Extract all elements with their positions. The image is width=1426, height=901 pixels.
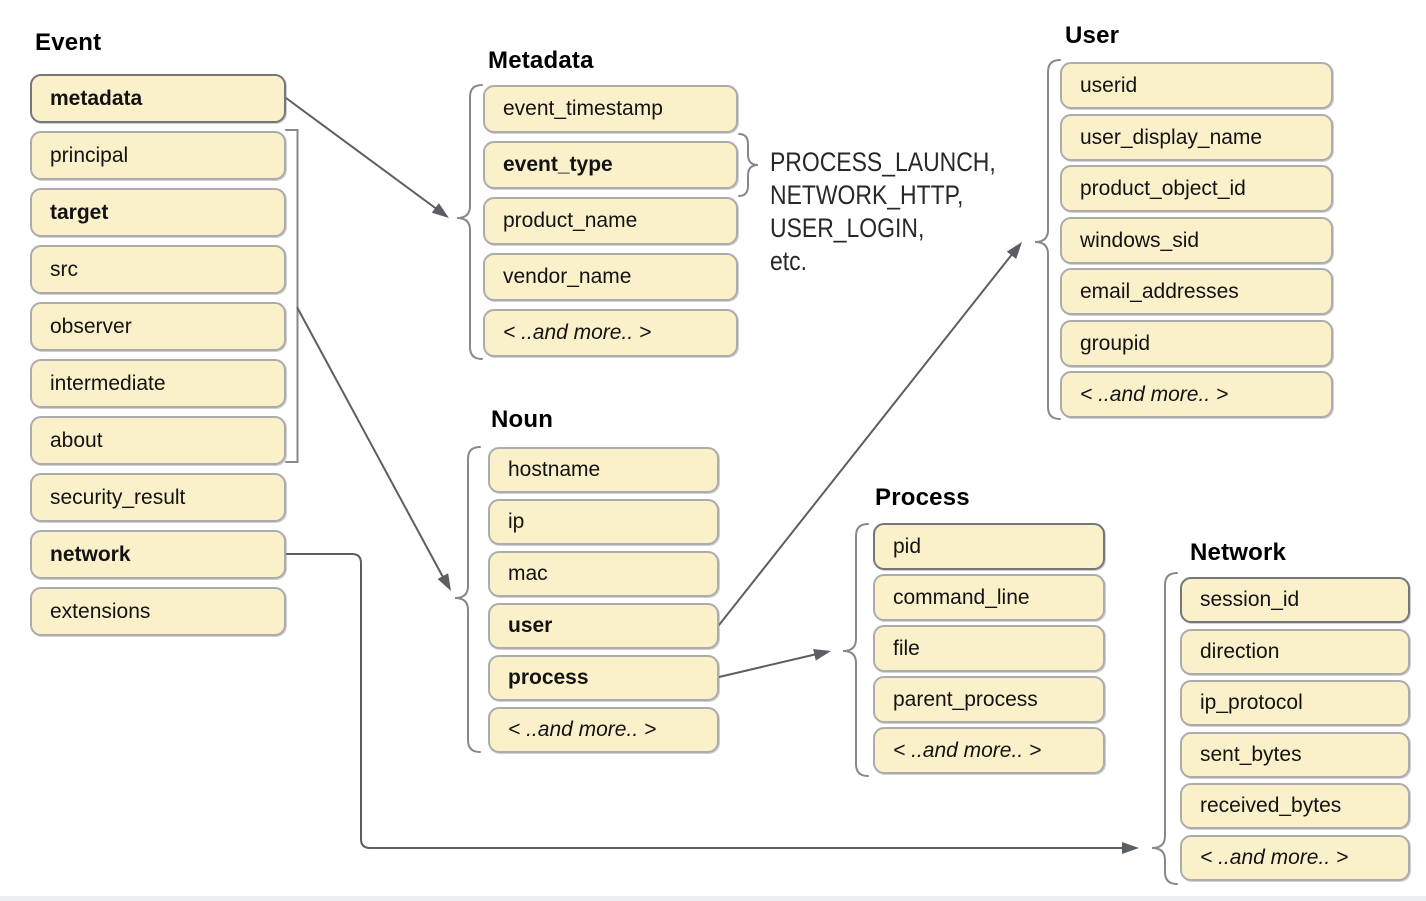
field-box-metadata-0: event_timestamp <box>483 85 738 133</box>
event-type-values-annotation: PROCESS_LAUNCH, NETWORK_HTTP, USER_LOGIN… <box>770 146 996 278</box>
field-box-noun-1: ip <box>488 499 719 545</box>
annotation-line-4: etc. <box>770 246 808 276</box>
field-box-noun-3: user <box>488 603 719 649</box>
field-box-event-2: target <box>30 188 286 237</box>
field-box-noun-2: mac <box>488 551 719 597</box>
connector-process-to-process-group-arrowhead <box>813 648 831 661</box>
group-title-event: Event <box>35 29 102 56</box>
field-box-network-2: ip_protocol <box>1180 680 1410 726</box>
field-box-metadata-1: event_type <box>483 141 738 189</box>
field-box-network-3: sent_bytes <box>1180 732 1410 778</box>
connector-metadata-to-metadata-group-arrowhead <box>431 203 449 218</box>
annotation-line-1: PROCESS_LAUNCH, <box>770 147 996 177</box>
field-box-event-8: network <box>30 530 286 579</box>
brace-network-group <box>1151 572 1178 885</box>
field-box-network-5: < ..and more.. > <box>1180 835 1410 881</box>
brace-process-group <box>842 523 869 777</box>
brace-noun-group <box>454 446 481 753</box>
field-box-noun-0: hostname <box>488 447 719 493</box>
bracket-event-noun-fields <box>285 129 299 463</box>
field-box-noun-4: process <box>488 655 719 701</box>
connector-event-fields-to-noun-group <box>296 307 445 580</box>
group-title-metadata: Metadata <box>488 47 594 74</box>
field-box-metadata-4: < ..and more.. > <box>483 309 738 357</box>
group-title-process: Process <box>875 484 970 511</box>
connector-network-to-network-group-arrowhead <box>1122 842 1139 854</box>
annotation-line-2: NETWORK_HTTP, <box>770 180 964 210</box>
field-box-user-2: product_object_id <box>1060 165 1333 212</box>
field-box-user-6: < ..and more.. > <box>1060 371 1333 418</box>
field-box-process-2: file <box>873 625 1105 672</box>
connector-user-to-user-group-arrowhead <box>1006 242 1022 260</box>
field-box-network-1: direction <box>1180 629 1410 675</box>
field-box-user-4: email_addresses <box>1060 268 1333 315</box>
field-box-user-1: user_display_name <box>1060 114 1333 161</box>
field-box-event-4: observer <box>30 302 286 351</box>
field-box-network-4: received_bytes <box>1180 783 1410 829</box>
group-title-user: User <box>1065 22 1120 49</box>
field-box-event-7: security_result <box>30 473 286 522</box>
field-box-network-0: session_id <box>1180 577 1410 623</box>
field-box-user-3: windows_sid <box>1060 217 1333 264</box>
field-box-process-0: pid <box>873 523 1105 570</box>
group-title-noun: Noun <box>491 406 554 433</box>
field-box-user-5: groupid <box>1060 320 1333 367</box>
field-box-user-0: userid <box>1060 62 1333 109</box>
brace-user-group <box>1034 59 1061 420</box>
bottom-strip <box>0 896 1426 901</box>
connector-event-fields-to-noun-group-arrowhead <box>437 573 451 591</box>
brace-metadata-group <box>456 84 483 360</box>
field-box-event-6: about <box>30 416 286 465</box>
connector-process-to-process-group <box>718 653 818 678</box>
field-box-event-0: metadata <box>30 74 286 123</box>
field-box-event-5: intermediate <box>30 359 286 408</box>
field-box-process-4: < ..and more.. > <box>873 727 1105 774</box>
field-box-process-1: command_line <box>873 574 1105 621</box>
field-box-noun-5: < ..and more.. > <box>488 707 719 753</box>
connector-network-to-network-group <box>285 553 1126 849</box>
field-box-event-1: principal <box>30 131 286 180</box>
connector-metadata-to-metadata-group <box>285 97 439 211</box>
field-box-metadata-3: vendor_name <box>483 253 738 301</box>
field-box-event-9: extensions <box>30 587 286 636</box>
field-box-metadata-2: product_name <box>483 197 738 245</box>
brace-event-type-values <box>738 133 759 197</box>
field-box-event-3: src <box>30 245 286 294</box>
annotation-line-3: USER_LOGIN, <box>770 213 925 243</box>
group-title-network: Network <box>1190 539 1287 566</box>
connector-user-to-user-group <box>718 252 1014 626</box>
field-box-process-3: parent_process <box>873 676 1105 723</box>
